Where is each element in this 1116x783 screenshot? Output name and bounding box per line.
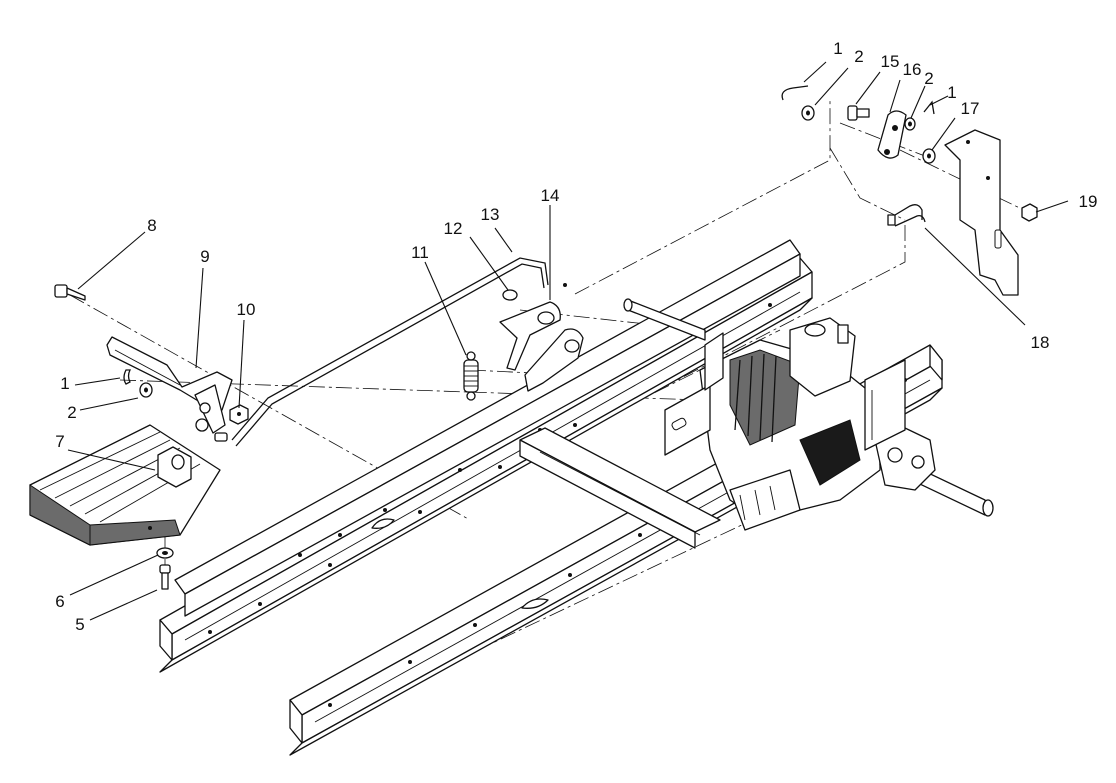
bolt-5 <box>159 564 171 590</box>
washer-2-left <box>139 382 153 398</box>
foot-pedal-7 <box>29 424 221 546</box>
callout-labels: 8 9 10 1 2 7 6 5 11 12 13 14 1 2 15 16 2… <box>55 39 1097 634</box>
cotter-pin-1-right <box>923 100 935 115</box>
callout-12: 12 <box>444 219 463 238</box>
washer-6 <box>156 547 174 559</box>
washer-2-upper <box>801 105 815 121</box>
callout-14: 14 <box>541 186 560 205</box>
callout-1-left: 1 <box>60 374 69 393</box>
nut-19 <box>1021 203 1038 222</box>
control-rod-13 <box>231 257 549 447</box>
callout-19: 19 <box>1079 192 1098 211</box>
frame-cross-member <box>519 427 721 549</box>
callout-1-upper: 1 <box>833 39 842 58</box>
callout-17: 17 <box>961 99 980 118</box>
washer-2-right <box>904 117 916 131</box>
frame-rail-inner <box>174 239 801 617</box>
callout-6: 6 <box>55 592 64 611</box>
callout-1-right: 1 <box>947 83 956 102</box>
bushing-left <box>195 418 228 442</box>
spring-11 <box>463 351 479 401</box>
washer-17 <box>922 148 936 164</box>
bolt-15 <box>847 105 870 121</box>
callout-8: 8 <box>147 216 156 235</box>
callout-2-right: 2 <box>924 69 933 88</box>
transaxle-assembly <box>623 298 994 531</box>
callout-5: 5 <box>75 615 84 634</box>
callout-7: 7 <box>55 432 64 451</box>
callout-11: 11 <box>411 243 429 262</box>
callout-10: 10 <box>237 300 256 319</box>
pedal-bracket-9 <box>106 336 233 434</box>
callout-2-left: 2 <box>67 403 76 422</box>
cam-plate-14 <box>499 283 584 392</box>
bracket-plate-right <box>944 129 1019 296</box>
callout-2-upper: 2 <box>854 47 863 66</box>
link-plate-16 <box>877 110 907 159</box>
u-bolt-18 <box>887 204 926 227</box>
cotter-pin-1-left <box>123 369 132 385</box>
retainer-clip-12 <box>502 289 518 301</box>
callout-16: 16 <box>903 60 922 79</box>
nut-10 <box>229 404 249 425</box>
callout-15: 15 <box>881 52 900 71</box>
bolt-8 <box>54 284 86 301</box>
callout-9: 9 <box>200 247 209 266</box>
callout-13: 13 <box>481 205 500 224</box>
cotter-pin-1-upper <box>781 85 809 101</box>
callout-18: 18 <box>1031 333 1050 352</box>
leader-lines <box>67 61 1069 621</box>
